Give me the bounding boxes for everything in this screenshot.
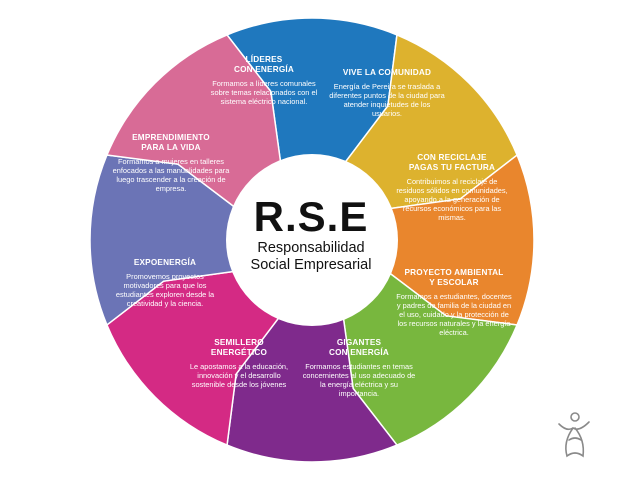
segment-gigantes-title: GIGANTES CON ENERGÍA (300, 338, 418, 358)
segment-vive: VIVE LA COMUNIDAD Energía de Pereira se … (328, 68, 446, 118)
segment-ambiental-title-line2: Y ESCOLAR (429, 278, 479, 287)
segment-semillero-description: Le apostamos a la educación, innovación … (189, 362, 289, 389)
segment-semillero-title-line2: ENERGÉTICO (210, 348, 268, 357)
segment-gigantes-title-line2: CON ENERGÍA (329, 348, 389, 357)
segment-ambiental-title: PROYECTO AMBIENTAL Y ESCOLAR (395, 268, 513, 288)
segment-emprendimiento: EMPRENDIMIENTO PARA LA VIDA Formamos a m… (112, 133, 230, 193)
angel-logo-icon (558, 412, 590, 458)
segment-expoenergia-title-line1: EXPOENERGÍA (133, 258, 197, 267)
segment-expoenergia-title: EXPOENERGÍA (106, 258, 224, 268)
segment-lideres-title-line1: LÍDERES (245, 55, 283, 64)
segment-lideres-title: LÍDERES CON ENERGÍA (205, 55, 323, 75)
logo-head (570, 412, 580, 422)
center-subtitle: Responsabilidad Social Empresarial (236, 240, 386, 274)
logo-body (565, 427, 585, 458)
logo-wings (558, 421, 590, 431)
segment-semillero: SEMILLERO ENERGÉTICO Le apostamos a la e… (180, 338, 298, 389)
segment-ambiental-description: Formamos a estudiantes, docentes y padre… (396, 292, 512, 337)
segment-vive-description: Energía de Pereira se traslada a diferen… (329, 82, 445, 118)
segment-lideres-title-line2: CON ENERGÍA (234, 65, 294, 74)
logo-sash (568, 437, 582, 441)
segment-reciclaje-description: Contribuimos al reciclaje de residuos só… (396, 177, 508, 222)
center-subtitle-line2: Social Empresarial (250, 257, 372, 273)
segment-reciclaje-title: CON RECICLAJE PAGAS TU FACTURA (393, 153, 511, 173)
segment-vive-title-line1: VIVE LA COMUNIDAD (342, 68, 432, 77)
segment-lideres: LÍDERES CON ENERGÍA Formamos a líderes c… (205, 55, 323, 106)
segment-reciclaje: CON RECICLAJE PAGAS TU FACTURA Contribui… (393, 153, 511, 222)
segment-emprendimiento-title: EMPRENDIMIENTO PARA LA VIDA (112, 133, 230, 153)
segment-emprendimiento-title-line2: PARA LA VIDA (141, 143, 201, 152)
wheel-segments (89, 17, 535, 463)
segment-lideres-description: Formamos a líderes comunales sobre temas… (210, 79, 318, 106)
segment-vive-title: VIVE LA COMUNIDAD (328, 68, 446, 78)
segment-expoenergia: EXPOENERGÍA Promovemos proyectos motivad… (106, 258, 224, 308)
segment-gigantes-title-line1: GIGANTES (336, 338, 382, 347)
segment-ambiental-title-line1: PROYECTO AMBIENTAL (404, 268, 504, 277)
segment-gigantes: GIGANTES CON ENERGÍA Formamos estudiante… (300, 338, 418, 398)
segment-semillero-title: SEMILLERO ENERGÉTICO (180, 338, 298, 358)
center-subtitle-line1: Responsabilidad (257, 240, 365, 256)
segment-reciclaje-title-line2: PAGAS TU FACTURA (408, 163, 496, 172)
center-circle (226, 154, 398, 326)
segment-expoenergia-description: Promovemos proyectos motivadores para qu… (115, 272, 215, 308)
segment-emprendimiento-title-line1: EMPRENDIMIENTO (132, 133, 210, 142)
segment-reciclaje-title-line1: CON RECICLAJE (417, 153, 487, 162)
segment-emprendimiento-description: Formamos a mujeres en talleres enfocados… (112, 157, 230, 193)
segment-gigantes-description: Formamos estudiantes en temas concernien… (302, 362, 416, 398)
segment-semillero-title-line1: SEMILLERO (214, 338, 264, 347)
center-title: R.S.E (253, 193, 369, 240)
segment-ambiental: PROYECTO AMBIENTAL Y ESCOLAR Formamos a … (395, 268, 513, 337)
